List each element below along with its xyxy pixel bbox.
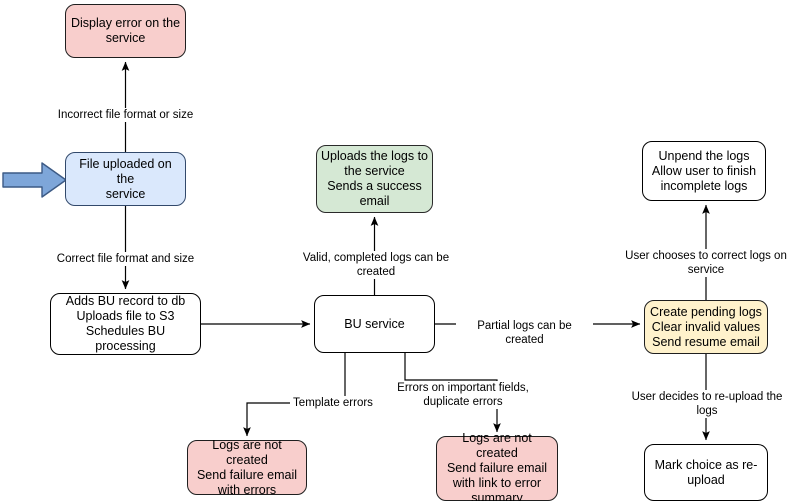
edge-label-user-corrects-logs: User chooses to correct logs on service (608, 249, 801, 277)
edge-label-user-reuploads-logs: User decides to re-upload the logs (619, 390, 795, 418)
node-uploads-logs-success[interactable]: Uploads the logs to the service Sends a … (316, 145, 433, 213)
node-unpend-logs[interactable]: Unpend the logs Allow user to finish inc… (642, 141, 766, 201)
inbound-block-arrow (2, 162, 67, 198)
node-mark-choice-reupload[interactable]: Mark choice as re- upload (644, 444, 768, 501)
node-display-error[interactable]: Display error on the service (65, 4, 186, 58)
edge-label-important-field-errors: Errors on important fields, duplicate er… (390, 381, 536, 409)
node-bu-service[interactable]: BU service (314, 295, 435, 353)
node-file-uploaded[interactable]: File uploaded on the service (65, 152, 186, 206)
edge-label-correct-file-format: Correct file format and size (53, 252, 198, 266)
edge-label-template-errors: Template errors (290, 396, 376, 410)
node-adds-bu-record[interactable]: Adds BU record to db Uploads file to S3 … (50, 293, 201, 355)
node-logs-not-created-errors[interactable]: Logs are not created Send failure email … (187, 438, 307, 497)
edge-label-valid-completed-logs: Valid, completed logs can be created (281, 251, 471, 279)
edge-label-incorrect-file-format: Incorrect file format or size (53, 108, 198, 122)
node-create-pending-logs[interactable]: Create pending logs Clear invalid values… (644, 300, 768, 354)
edge-buservice-to-templateerrors (243, 353, 346, 437)
node-logs-not-created-summary[interactable]: Logs are not created Send failure email … (436, 431, 558, 501)
edge-label-partial-logs: Partial logs can be created (456, 319, 593, 347)
